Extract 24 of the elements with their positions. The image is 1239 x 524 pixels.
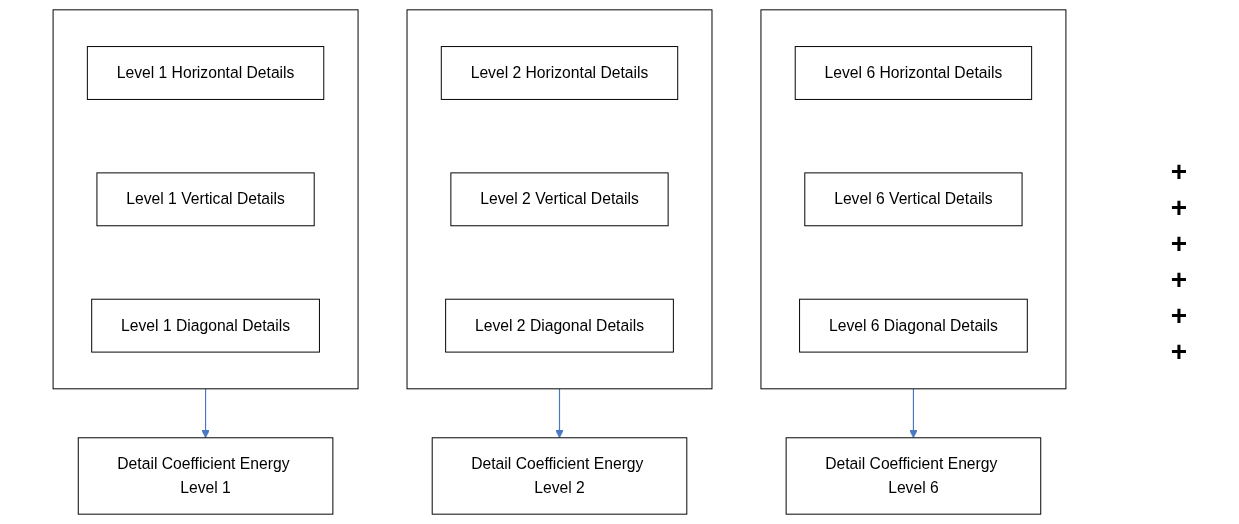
node-box: Level 1 Horizontal Details <box>86 46 325 100</box>
node-box: Detail Coefficient Energy Level 2 <box>431 437 688 515</box>
node-box: Level 2 Vertical Details <box>450 172 669 227</box>
node-box: Detail Coefficient Energy Level 1 <box>77 437 334 515</box>
arrow <box>909 388 918 439</box>
arrow <box>201 388 210 439</box>
plus-sign: + <box>1170 228 1188 260</box>
node-box: Level 6 Vertical Details <box>804 172 1023 227</box>
plus-sign: + <box>1170 336 1188 368</box>
cluster <box>52 9 359 390</box>
node-box: Level 6 Horizontal Details <box>794 46 1033 100</box>
cluster <box>760 9 1067 390</box>
node-box: Level 2 Horizontal Details <box>440 46 679 100</box>
arrow <box>555 388 564 439</box>
node-box: Level 1 Vertical Details <box>96 172 315 227</box>
plus-sign: + <box>1170 264 1188 296</box>
node-box: Level 6 Diagonal Details <box>799 298 1028 353</box>
node-box: Detail Coefficient Energy Level 6 <box>785 437 1042 515</box>
plus-sign: + <box>1170 300 1188 332</box>
node-box: Level 2 Diagonal Details <box>445 298 674 353</box>
node-box: Level 1 Diagonal Details <box>91 298 320 353</box>
plus-sign: + <box>1170 192 1188 224</box>
cluster <box>406 9 713 390</box>
plus-sign: + <box>1170 156 1188 188</box>
